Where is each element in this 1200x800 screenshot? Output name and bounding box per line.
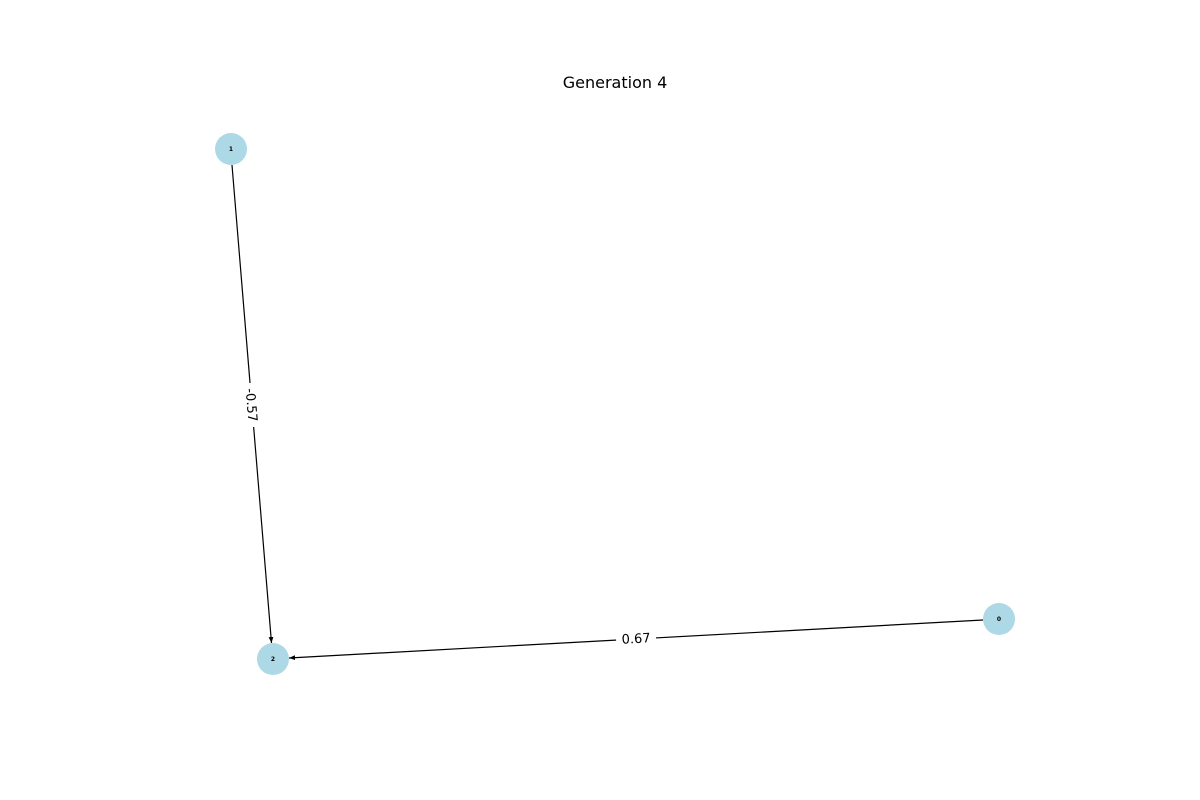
edge-weight-label: -0.57 [242, 388, 260, 423]
edge-label-background [615, 626, 657, 650]
edge-0-to-2: 0.67 [288, 619, 984, 661]
node-circle [983, 603, 1015, 635]
edge-weight-label: 0.67 [621, 631, 651, 648]
node-circle [215, 133, 247, 165]
node-label: 2 [271, 656, 275, 663]
edge-1-to-2: -0.57 [231, 164, 274, 644]
diagram-title: Generation 4 [563, 73, 668, 92]
node-label: 1 [229, 146, 233, 153]
node-label: 0 [997, 616, 1001, 623]
edge-label-background [240, 382, 264, 428]
node-2: 2 [257, 643, 289, 675]
node-circle [257, 643, 289, 675]
node-1: 1 [215, 133, 247, 165]
node-0: 0 [983, 603, 1015, 635]
